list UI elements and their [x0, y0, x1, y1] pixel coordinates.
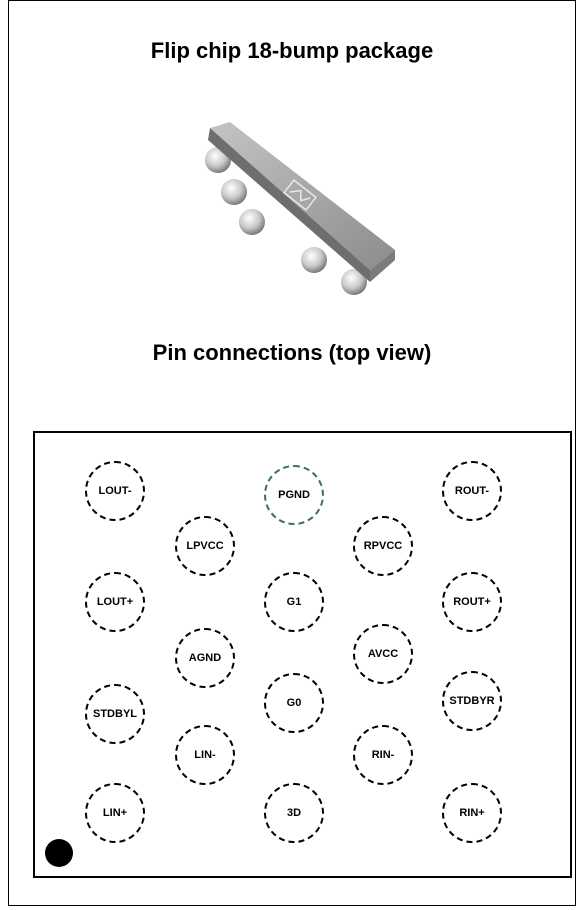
- pin-lin-minus: LIN-: [175, 725, 235, 785]
- pin-agnd: AGND: [175, 628, 235, 688]
- logo-icon: [282, 179, 318, 211]
- pin-rin-minus: RIN-: [353, 725, 413, 785]
- pin-3d: 3D: [264, 783, 324, 843]
- pin-g0: G0: [264, 673, 324, 733]
- package-title: Flip chip 18-bump package: [150, 38, 434, 63]
- pin-rout-minus: ROUT-: [442, 461, 502, 521]
- bump-icon: [221, 179, 247, 205]
- bump-icon: [301, 247, 327, 273]
- pin-stdbyr: STDBYR: [442, 671, 502, 731]
- pin-avcc: AVCC: [353, 624, 413, 684]
- chip-top-face: [210, 122, 395, 270]
- figure-frame: [8, 0, 576, 906]
- flip-chip-illustration: [205, 122, 395, 295]
- bump-icon: [239, 209, 265, 235]
- pin-pgnd: PGND: [264, 465, 324, 525]
- pin-rin-plus: RIN+: [442, 783, 502, 843]
- bump-icon: [341, 269, 367, 295]
- pin-lpvcc: LPVCC: [175, 516, 235, 576]
- pin1-marker-dot: [45, 839, 73, 867]
- pin-lout-plus: LOUT+: [85, 572, 145, 632]
- pin-rpvcc: RPVCC: [353, 516, 413, 576]
- pin-lin-plus: LIN+: [85, 783, 145, 843]
- pin-connections-title: Pin connections (top view): [152, 340, 432, 365]
- pin-g1: G1: [264, 572, 324, 632]
- chip-side-face: [208, 128, 370, 282]
- pinout-diagram: LOUT- PGND ROUT- LPVCC RPVCC LOUT+ G1 RO…: [33, 431, 572, 878]
- pin-rout-plus: ROUT+: [442, 572, 502, 632]
- pin-lout-minus: LOUT-: [85, 461, 145, 521]
- pin-stdbyl: STDBYL: [85, 684, 145, 744]
